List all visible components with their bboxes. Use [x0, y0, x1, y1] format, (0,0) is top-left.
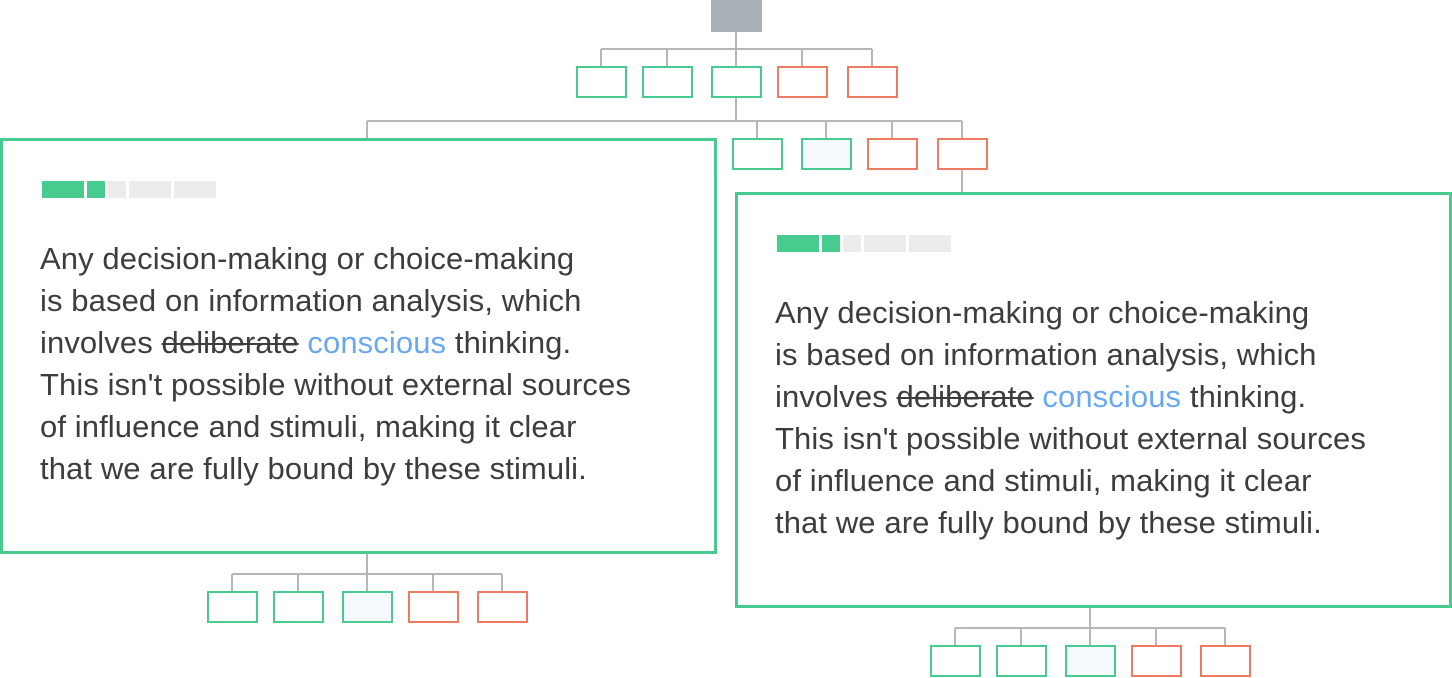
rating-segment-empty: [843, 235, 861, 252]
rating-segment-filled: [87, 181, 105, 198]
rating-segment-filled: [42, 181, 84, 198]
pro-argument-node[interactable]: [711, 66, 762, 98]
argument-text: Any decision-making or choice-making is b…: [40, 238, 700, 490]
deleted-word: deliberate: [896, 379, 1034, 414]
claim-line: involves: [775, 379, 897, 414]
deleted-word: deliberate: [161, 325, 299, 360]
claim-line: This isn't possible without external sou…: [775, 421, 1366, 456]
rating-segment-empty: [864, 235, 906, 252]
pro-argument-node[interactable]: [996, 645, 1047, 677]
claim-line: of influence and stimuli, making it clea…: [40, 409, 577, 444]
inserted-word: conscious: [307, 325, 447, 360]
rating-segment-empty: [174, 181, 216, 198]
argument-card-right[interactable]: Any decision-making or choice-making is b…: [735, 192, 1452, 608]
rating-segment-empty: [108, 181, 126, 198]
pro-argument-node[interactable]: [342, 591, 393, 623]
claim-line: of influence and stimuli, making it clea…: [775, 463, 1312, 498]
argument-text: Any decision-making or choice-making is b…: [775, 292, 1435, 544]
argument-card-left[interactable]: Any decision-making or choice-making is b…: [0, 138, 717, 554]
claim-line: that we are fully bound by these stimuli…: [40, 451, 587, 486]
claim-line: involves: [40, 325, 162, 360]
con-argument-node[interactable]: [937, 138, 988, 170]
pro-argument-node[interactable]: [207, 591, 258, 623]
pro-argument-node[interactable]: [273, 591, 324, 623]
claim-line: is based on information analysis, which: [775, 337, 1317, 372]
tree-root-node[interactable]: [711, 0, 762, 32]
pro-argument-node[interactable]: [801, 138, 852, 170]
pro-argument-node[interactable]: [930, 645, 981, 677]
rating-segment-filled: [822, 235, 840, 252]
con-argument-node[interactable]: [867, 138, 918, 170]
rating-segment-empty: [909, 235, 951, 252]
claim-line: Any decision-making or choice-making: [775, 295, 1310, 330]
con-argument-node[interactable]: [777, 66, 828, 98]
rating-segment-empty: [129, 181, 171, 198]
claim-line: This isn't possible without external sou…: [40, 367, 631, 402]
claim-line: Any decision-making or choice-making: [40, 241, 575, 276]
claim-line: thinking.: [1181, 379, 1307, 414]
claim-line: thinking.: [446, 325, 572, 360]
con-argument-node[interactable]: [847, 66, 898, 98]
claim-line: that we are fully bound by these stimuli…: [775, 505, 1322, 540]
impact-rating-meter: [42, 181, 216, 198]
con-argument-node[interactable]: [1200, 645, 1251, 677]
pro-argument-node[interactable]: [732, 138, 783, 170]
con-argument-node[interactable]: [477, 591, 528, 623]
inserted-word: conscious: [1042, 379, 1182, 414]
con-argument-node[interactable]: [1131, 645, 1182, 677]
con-argument-node[interactable]: [408, 591, 459, 623]
pro-argument-node[interactable]: [576, 66, 627, 98]
rating-segment-filled: [777, 235, 819, 252]
impact-rating-meter: [777, 235, 951, 252]
pro-argument-node[interactable]: [642, 66, 693, 98]
claim-line: is based on information analysis, which: [40, 283, 582, 318]
pro-argument-node[interactable]: [1065, 645, 1116, 677]
